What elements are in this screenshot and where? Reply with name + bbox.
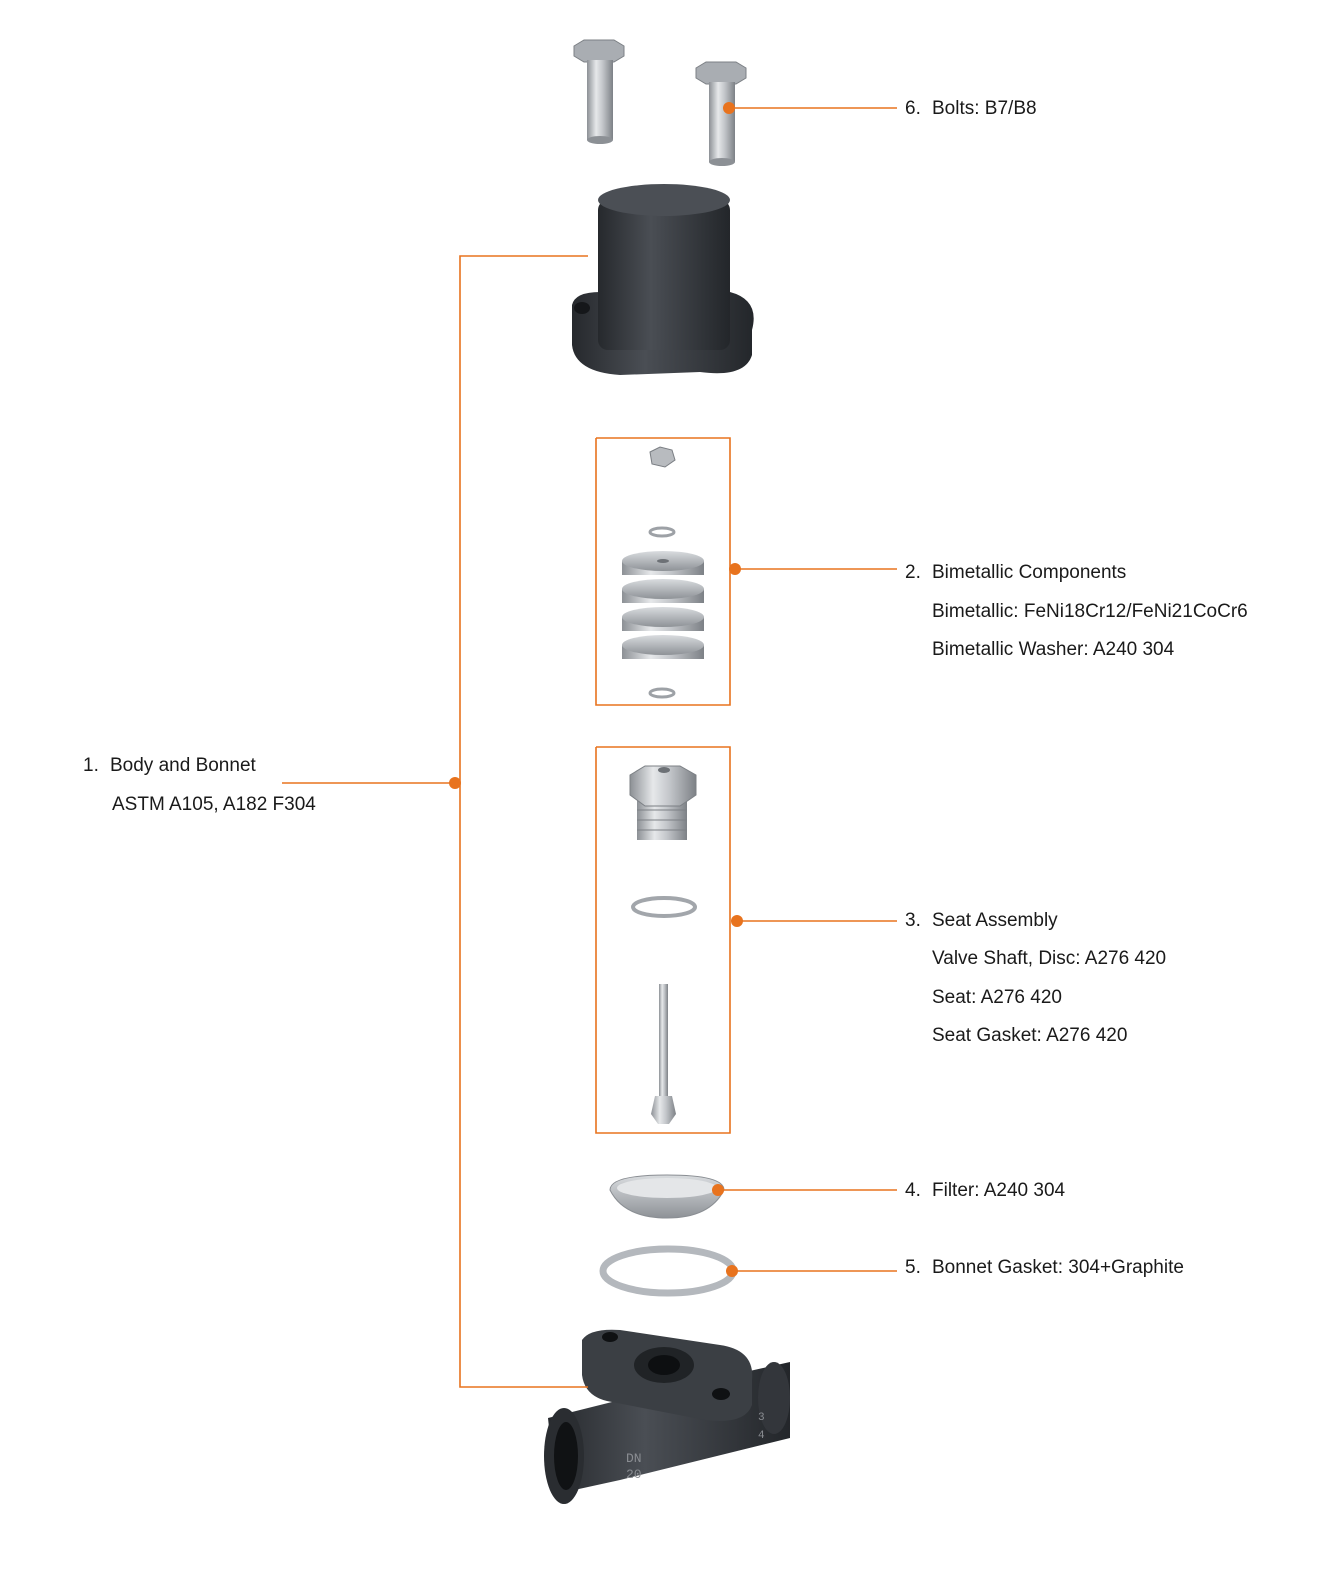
seat-gasket-ring (631, 896, 697, 918)
callout-5-number: 5. (905, 1257, 921, 1278)
callout-2-detail-2: Bimetallic Washer: A240 304 (932, 639, 1175, 660)
callout-3-number: 3. (905, 910, 921, 931)
leader-dot-3 (731, 915, 743, 927)
bimetallic-nut (649, 446, 676, 468)
bonnet (572, 184, 754, 375)
seat-plug (629, 765, 697, 840)
leader-dot-6 (723, 102, 735, 114)
callout-3-title: 3.Seat Assembly (905, 910, 1058, 931)
callout-5-title: 5.Bonnet Gasket: 304+Graphite (905, 1257, 1184, 1278)
bolt-right (695, 61, 747, 166)
filter-cup (609, 1174, 725, 1219)
callout-6-number: 6. (905, 98, 921, 119)
body-size-top: 3 (758, 1412, 765, 1424)
bimetallic-bracket (595, 437, 731, 706)
callout-4-number: 4. (905, 1180, 921, 1201)
callout-3-detail-3: Seat Gasket: A276 420 (932, 1025, 1128, 1046)
leader-dot-5 (726, 1265, 738, 1277)
valve-shaft (651, 984, 676, 1124)
callout-4-title: 4.Filter: A240 304 (905, 1180, 1066, 1201)
valve-body (544, 1329, 790, 1504)
callout-3-detail-2: Seat: A276 420 (932, 987, 1062, 1008)
callout-6-title: 6.Bolts: B7/B8 (905, 98, 1037, 119)
body-dn-value: 20 (626, 1467, 642, 1482)
callout-3-detail-1: Valve Shaft, Disc: A276 420 (932, 948, 1167, 969)
bonnet-gasket-ring (599, 1245, 737, 1297)
callout-1-title: 1.Body and Bonnet (83, 755, 256, 776)
callout-2-title: 2.Bimetallic Components (905, 562, 1127, 583)
bimetallic-washer-bottom (648, 687, 676, 699)
callout-1-detail-1: ASTM A105, A182 F304 (112, 794, 316, 815)
bolt-left (573, 39, 625, 144)
leader-dot-4 (712, 1184, 724, 1196)
bimetallic-disk-stack (622, 551, 704, 659)
callout-2-number: 2. (905, 562, 921, 583)
callout-2-detail-1: Bimetallic: FeNi18Cr12/FeNi21CoCr6 (932, 601, 1248, 622)
seat-assembly-bracket (595, 746, 731, 1134)
body-size-bottom: 4 (758, 1430, 765, 1442)
callout-1-number: 1. (83, 755, 99, 776)
leader-dot-1 (449, 777, 461, 789)
bimetallic-washer-top (648, 526, 676, 538)
leader-dot-2 (729, 563, 741, 575)
leader-line-body-bonnet (459, 255, 588, 1388)
body-dn-label: DN (626, 1451, 642, 1466)
